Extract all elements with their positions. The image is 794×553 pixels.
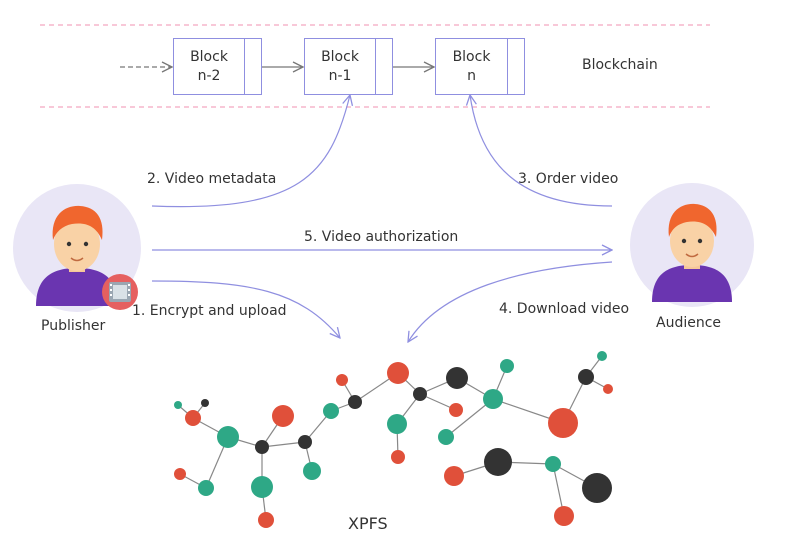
step-3-label: 3. Order video xyxy=(518,171,619,187)
audience-label: Audience xyxy=(656,315,722,331)
step-4-label: 4. Download video xyxy=(499,301,630,317)
step-2-label: 2. Video metadata xyxy=(147,171,277,187)
blockchain-label: Blockchain xyxy=(582,57,658,73)
block-n-2-index: n-2 xyxy=(197,67,221,84)
step-5-label: 5. Video authorization xyxy=(304,229,459,245)
upload-arrow xyxy=(151,280,340,338)
download-arrow xyxy=(408,261,613,342)
order-arrow xyxy=(470,95,613,207)
xpfs-network xyxy=(174,351,613,528)
block-n-1-title: Block xyxy=(321,48,359,65)
publisher-label: Publisher xyxy=(41,318,106,334)
block-n-1-index: n-1 xyxy=(328,67,352,84)
block-n: Block n xyxy=(435,38,525,95)
video-reel-icon xyxy=(102,274,138,310)
block-n-2: Block n-2 xyxy=(173,38,262,95)
xpfs-label: XPFS xyxy=(348,514,388,533)
block-n-2-title: Block xyxy=(190,48,228,65)
step-1-label: 1. Encrypt and upload xyxy=(132,303,287,319)
block-n-1: Block n-1 xyxy=(304,38,393,95)
audience-avatar xyxy=(630,183,754,307)
block-n-title: Block xyxy=(452,48,491,65)
metadata-arrow xyxy=(151,95,350,208)
block-n-index: n xyxy=(467,67,476,84)
